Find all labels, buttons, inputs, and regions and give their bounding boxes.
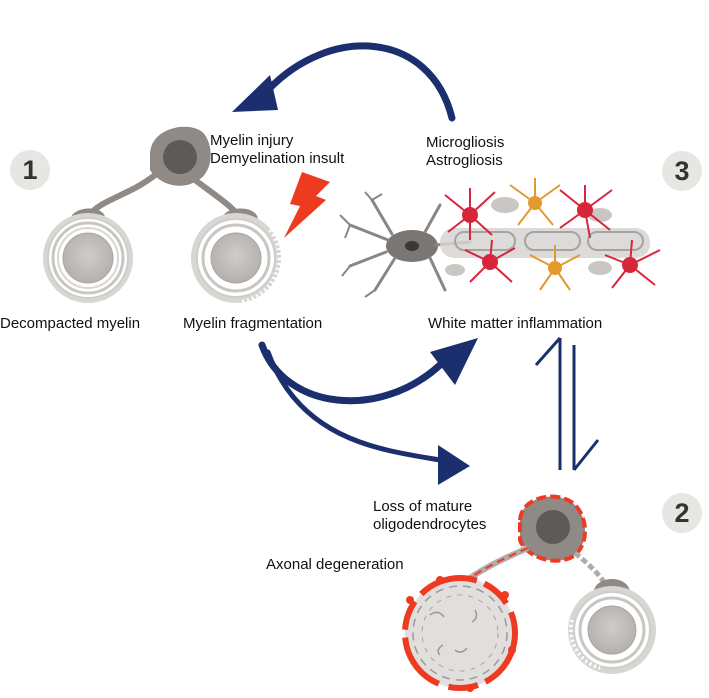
astrocyte-red-3 [464,239,516,283]
axonal-degeneration-label: Axonal degeneration [266,556,404,573]
degenerated-axon [402,575,518,692]
equilibrium-arrows-icon [534,337,600,471]
arrow-1-to-3 [258,338,478,405]
glial-cells-illustration [339,178,661,298]
astrocyte-orange-2 [529,245,581,291]
decompacted-myelin-axon [43,208,133,303]
axon-bundle [440,197,650,276]
intact-myelinated-axon [568,578,656,674]
fragmented-myelin-axon [191,208,282,304]
microglia-cell [339,191,472,298]
astrogliosis-label: Astrogliosis [426,152,503,169]
white-matter-inflammation-label: White matter inflammation [428,315,603,332]
loss-of-mature-label: Loss of mature [373,498,473,515]
lightning-bolt-icon [284,172,330,238]
astrocyte-red-1 [444,188,496,240]
myelin-injury-label: Myelin injury [210,132,294,149]
astrocyte-red-2 [559,185,613,239]
microgliosis-label: Microgliosis [426,134,505,151]
decompacted-myelin-label: Decompacted myelin [0,315,141,332]
myelin-fragmentation-label: Myelin fragmentation [183,315,323,332]
stage3-badge: 3 [662,151,702,191]
arrow-3-to-1 [232,42,456,122]
stage2-oligodendrocyte [458,494,611,590]
demyelination-insult-label: Demyelination insult [210,150,345,167]
stage1-badge: 1 [10,150,50,190]
astrocyte-red-4 [604,239,661,289]
arrow-1-to-2 [265,349,470,485]
stage2-badge: 2 [662,493,702,533]
oligodendrocytes-label: oligodendrocytes [373,516,487,533]
astrocyte-orange-1 [509,178,561,226]
